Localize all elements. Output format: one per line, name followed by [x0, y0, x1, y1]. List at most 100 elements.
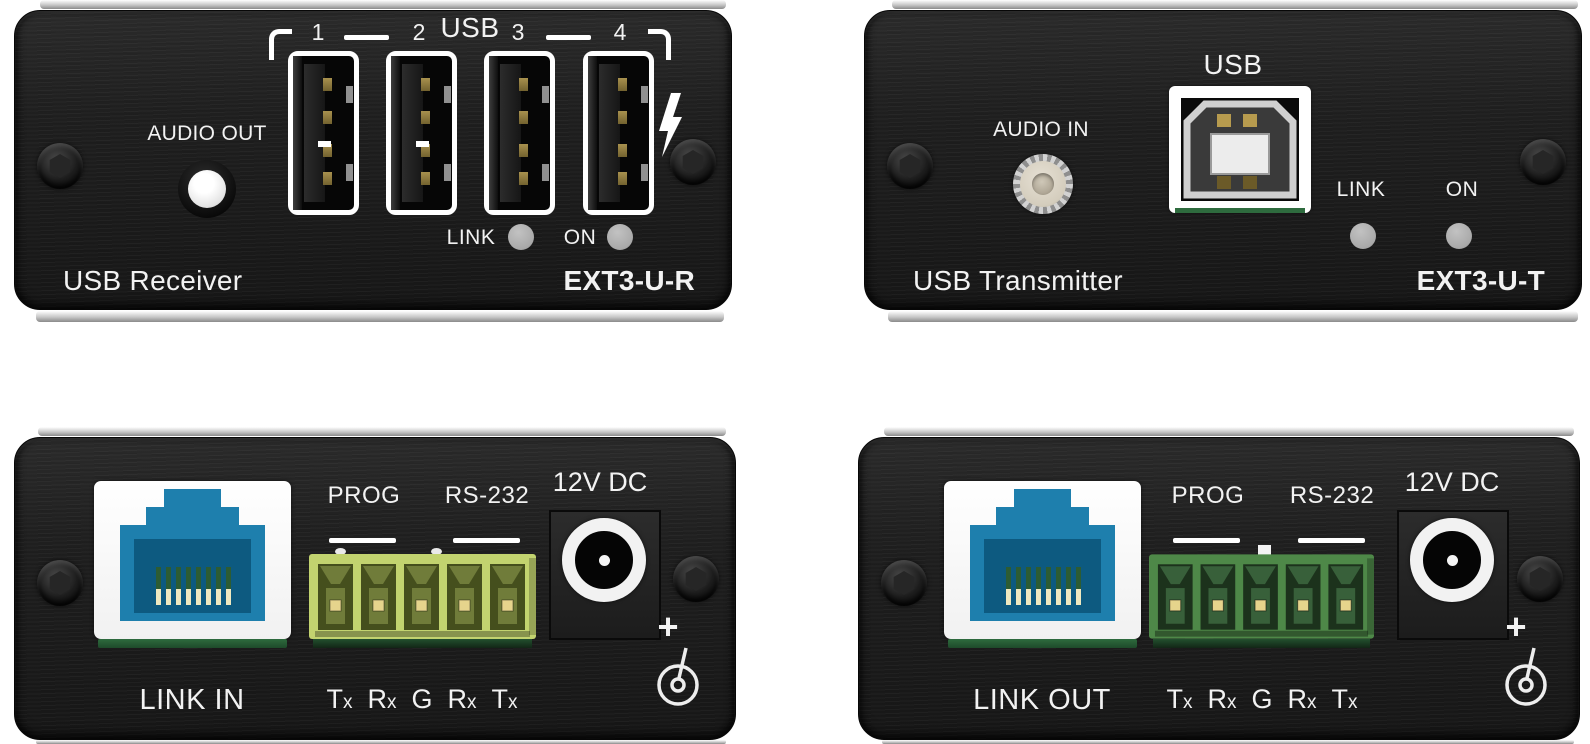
- link-led-label: LINK: [446, 226, 496, 249]
- pin-label: Rx: [367, 684, 397, 714]
- audio-out-jack: [178, 160, 236, 218]
- usb-port-number: 4: [613, 19, 627, 45]
- screw-hex: [1529, 567, 1551, 591]
- contact-pad: [323, 111, 332, 124]
- rj45-link-out-port: [944, 481, 1141, 639]
- usb-b-port: [1169, 86, 1311, 213]
- pin-label: Tx: [491, 684, 518, 714]
- contact-pad: [618, 78, 627, 91]
- screw-icon: [887, 143, 933, 189]
- receiver-front-panel: AUDIO OUT 1 2 USB 3 4: [14, 10, 732, 310]
- contact-pad: [421, 172, 430, 185]
- rs232-label: RS-232: [1289, 482, 1375, 509]
- pcb-edge: [313, 639, 532, 648]
- polarity-plus: +: [1505, 606, 1527, 647]
- link-out-label: LINK OUT: [973, 684, 1111, 716]
- terminal-screw-dot: [431, 548, 442, 555]
- terminal-screw-dot: [335, 548, 346, 555]
- screw-hex: [1532, 150, 1554, 174]
- prog-label: PROG: [327, 482, 401, 509]
- rj45-link-in-port: [94, 481, 291, 639]
- bracket-left-icon: [269, 29, 292, 60]
- audio-out-label: AUDIO OUT: [147, 122, 267, 145]
- pin-label: Rx: [447, 684, 477, 714]
- port-clip: [444, 164, 451, 181]
- port-tongue: [304, 64, 325, 202]
- pcb-edge: [1153, 639, 1370, 648]
- port-clip: [542, 164, 549, 181]
- enclosure-edge: [36, 740, 726, 744]
- enclosure-edge: [892, 0, 1578, 9]
- link-led-label: LINK: [1336, 178, 1386, 201]
- screw-icon: [37, 560, 83, 606]
- port-tongue: [402, 64, 423, 202]
- contact-pad: [519, 111, 528, 124]
- dc-center-pin: [599, 555, 610, 566]
- receiver-rear-panel: LINK IN PROG RS-232 12V DC: [14, 437, 736, 740]
- usb-port-number: 3: [511, 19, 525, 45]
- on-led-label: ON: [1445, 178, 1479, 201]
- pin-label: Tx: [1331, 684, 1358, 714]
- enclosure-edge: [888, 311, 1578, 322]
- port-wall: [293, 56, 302, 210]
- port-wall: [588, 56, 597, 210]
- port-clip: [346, 86, 353, 103]
- screw-hex: [893, 571, 915, 595]
- polarity-symbol-icon: [657, 647, 699, 706]
- polarity-plus: +: [657, 606, 679, 647]
- usb-a-port-4: [583, 51, 654, 215]
- screw-icon: [1520, 139, 1566, 185]
- jack-center: [188, 170, 226, 208]
- pin-label: Tx: [1166, 684, 1193, 714]
- lightning-bolt-icon: [659, 93, 682, 157]
- terminal-graphic: [309, 554, 536, 639]
- prog-label: PROG: [1171, 482, 1245, 509]
- contact-pad: [323, 172, 332, 185]
- screw-icon: [673, 556, 719, 602]
- rs232-label: RS-232: [444, 482, 530, 509]
- port-clip: [542, 86, 549, 103]
- pin-label: Tx: [326, 684, 353, 714]
- jack-hole: [1032, 173, 1054, 195]
- contact-pad: [519, 78, 528, 91]
- on-led-label: ON: [563, 226, 597, 249]
- contact-pad: [618, 172, 627, 185]
- rs232-underline: [1298, 538, 1365, 543]
- pin-label: Rx: [1207, 684, 1237, 714]
- on-led: [607, 224, 633, 250]
- pcb-edge: [948, 639, 1137, 648]
- contact-pad: [618, 111, 627, 124]
- pcb-edge: [98, 639, 287, 648]
- contact-pad: [618, 144, 627, 157]
- enclosure-edge: [882, 740, 1574, 744]
- screw-hex: [899, 154, 921, 178]
- audio-in-jack: [1013, 154, 1073, 214]
- usb-b-connector: [1181, 98, 1299, 201]
- usb-a-port-2: [386, 51, 457, 215]
- contact-pad: [323, 78, 332, 91]
- dash-icon: [546, 35, 591, 40]
- dash-icon: [344, 35, 389, 40]
- device-name: USB Transmitter: [913, 265, 1123, 296]
- power-label: 12V DC: [552, 467, 648, 497]
- port-clip: [444, 86, 451, 103]
- rj45-jack-graphic: [120, 489, 265, 621]
- screw-icon: [881, 560, 927, 606]
- terminal-pin-labels: Tx Rx G Rx Tx: [297, 684, 547, 715]
- screw-hex: [682, 150, 704, 174]
- terminal-graphic: [1149, 554, 1374, 639]
- polarity-symbol-icon: [1505, 647, 1547, 706]
- phoenix-terminal-5pin: [309, 554, 536, 644]
- contact-pad: [421, 144, 430, 157]
- dc-jack-ring: [1410, 518, 1494, 602]
- contact-pad: [421, 111, 430, 124]
- model-name: EXT3-U-R: [563, 265, 695, 296]
- link-led: [508, 224, 534, 250]
- port-clip: [346, 164, 353, 181]
- port-wall: [489, 56, 498, 210]
- model-name: EXT3-U-T: [1416, 265, 1545, 296]
- link-in-label: LINK IN: [139, 684, 245, 716]
- usb-a-port-1: [288, 51, 359, 215]
- dc-jack-ring: [562, 518, 646, 602]
